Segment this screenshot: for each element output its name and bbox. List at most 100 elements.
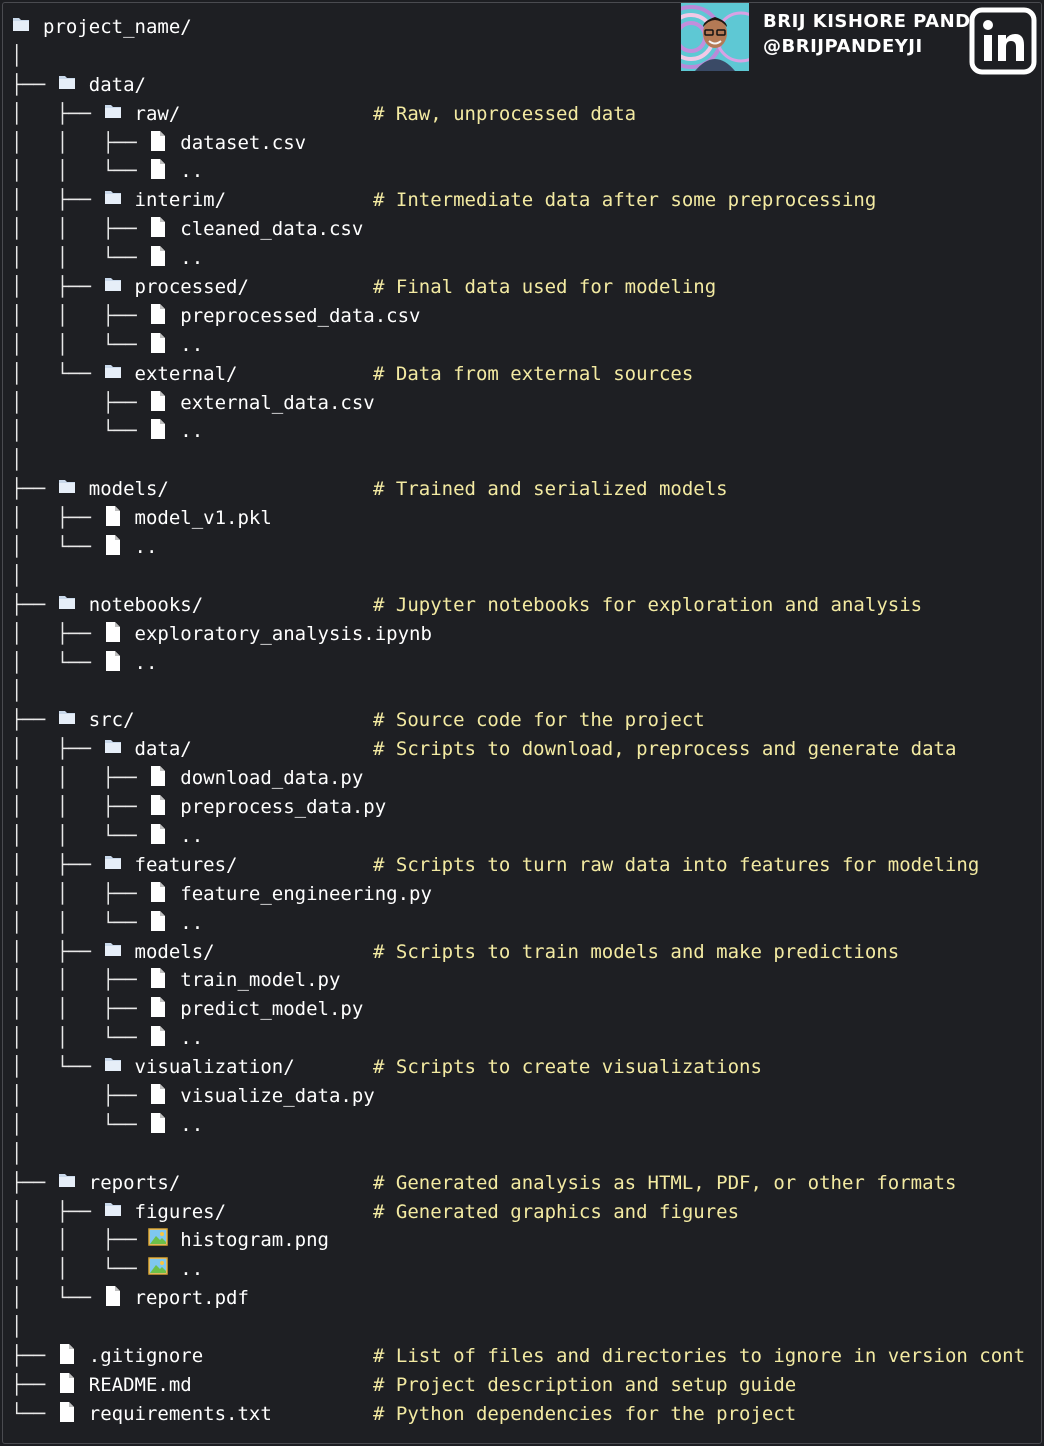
folder-name[interactable]: project_name/ bbox=[43, 16, 192, 38]
tree-row[interactable]: │ └── external/# Data from external sour… bbox=[11, 360, 1041, 389]
file-icon bbox=[148, 245, 168, 267]
file-name[interactable]: .. bbox=[180, 420, 204, 443]
file-name[interactable]: .. bbox=[180, 247, 204, 270]
file-name[interactable]: .. bbox=[180, 911, 204, 934]
tree-row[interactable]: │ ├── interim/# Intermediate data after … bbox=[11, 186, 1041, 215]
tree-row[interactable]: ├── src/# Source code for the project bbox=[11, 706, 1041, 735]
tree-row[interactable]: │ ├── figures/# Generated graphics and f… bbox=[11, 1198, 1041, 1227]
tree-row[interactable]: │ ├── models/# Scripts to train models a… bbox=[11, 938, 1041, 967]
file-name[interactable]: .. bbox=[180, 160, 204, 183]
file-name[interactable]: external_data.csv bbox=[180, 391, 375, 414]
file-name[interactable]: preprocessed_data.csv bbox=[180, 304, 421, 327]
file-name[interactable]: report.pdf bbox=[134, 1287, 249, 1310]
tree-row[interactable]: │ │ ├── predict_model.py bbox=[11, 995, 1041, 1024]
tree-row[interactable]: ├── reports/# Generated analysis as HTML… bbox=[11, 1169, 1041, 1198]
file-name[interactable]: preprocess_data.py bbox=[180, 796, 387, 819]
file-name[interactable]: .. bbox=[180, 1113, 204, 1136]
file-name[interactable]: .. bbox=[134, 651, 158, 674]
tree-row[interactable]: │ └── visualization/# Scripts to create … bbox=[11, 1053, 1041, 1082]
tree-row[interactable]: ├── README.md# Project description and s… bbox=[11, 1371, 1041, 1400]
tree-row[interactable]: │ │ ├── cleaned_data.csv bbox=[11, 215, 1041, 244]
tree-row[interactable]: project_name/ bbox=[11, 13, 1041, 42]
folder-name[interactable]: visualization/ bbox=[134, 1056, 295, 1079]
folder-name[interactable]: raw/ bbox=[134, 102, 181, 125]
folder-name[interactable]: src/ bbox=[88, 709, 135, 732]
tree-row[interactable]: ├── data/ bbox=[11, 71, 1041, 100]
tree-row[interactable]: ├── .gitignore# List of files and direct… bbox=[11, 1342, 1041, 1371]
tree-row[interactable]: │ └── report.pdf bbox=[11, 1284, 1041, 1313]
file-name[interactable]: cleaned_data.csv bbox=[180, 218, 364, 241]
file-name[interactable]: predict_model.py bbox=[180, 998, 364, 1021]
tree-row[interactable]: │ │ └── .. bbox=[11, 244, 1041, 273]
tree-comment: # Scripts to turn raw data into features… bbox=[373, 853, 980, 876]
tree-row[interactable]: │ │ └── .. bbox=[11, 331, 1041, 360]
tree-row[interactable]: └── requirements.txt# Python dependencie… bbox=[11, 1400, 1041, 1429]
folder-name[interactable]: interim/ bbox=[134, 189, 227, 212]
folder-name[interactable]: features/ bbox=[134, 853, 238, 876]
tree-row[interactable]: │ │ └── .. bbox=[11, 822, 1041, 851]
folder-icon bbox=[103, 274, 123, 296]
file-name[interactable]: .. bbox=[134, 536, 158, 559]
file-name[interactable]: .. bbox=[180, 1027, 204, 1050]
file-name[interactable]: download_data.py bbox=[180, 767, 364, 790]
tree-row[interactable]: │ │ └── .. bbox=[11, 909, 1041, 938]
tree-row[interactable]: │ ├── model_v1.pkl bbox=[11, 504, 1041, 533]
file-name[interactable]: train_model.py bbox=[180, 969, 341, 992]
tree-row[interactable]: │ └── .. bbox=[11, 649, 1041, 678]
folder-name[interactable]: notebooks/ bbox=[88, 593, 204, 616]
file-name[interactable]: .. bbox=[180, 1258, 204, 1281]
file-name[interactable]: histogram.png bbox=[180, 1229, 329, 1252]
tree-comment: # Trained and serialized models bbox=[373, 478, 728, 501]
tree-branch: │ bbox=[11, 1142, 23, 1165]
tree-row[interactable]: │ └── .. bbox=[11, 533, 1041, 562]
tree-row[interactable]: │ │ ├── histogram.png bbox=[11, 1226, 1041, 1255]
folder-name[interactable]: figures/ bbox=[134, 1200, 227, 1223]
tree-row[interactable]: │ ├── visualize_data.py bbox=[11, 1082, 1041, 1111]
tree-row[interactable]: │ │ ├── preprocessed_data.csv bbox=[11, 302, 1041, 331]
tree-row[interactable]: │ │ └── .. bbox=[11, 157, 1041, 186]
tree-row[interactable]: │ └── .. bbox=[11, 417, 1041, 446]
tree-row[interactable]: │ ├── data/# Scripts to download, prepro… bbox=[11, 735, 1041, 764]
tree-row[interactable]: │ ├── processed/# Final data used for mo… bbox=[11, 273, 1041, 302]
folder-name[interactable]: data/ bbox=[134, 738, 192, 761]
folder-icon bbox=[103, 852, 123, 874]
file-name[interactable]: visualize_data.py bbox=[180, 1084, 375, 1107]
folder-name[interactable]: external/ bbox=[134, 362, 238, 385]
folder-name[interactable]: data/ bbox=[88, 73, 146, 96]
tree-row[interactable]: │ │ ├── preprocess_data.py bbox=[11, 793, 1041, 822]
tree-row[interactable]: │ │ ├── feature_engineering.py bbox=[11, 880, 1041, 909]
file-icon bbox=[103, 1285, 123, 1307]
folder-name[interactable]: models/ bbox=[134, 940, 215, 963]
tree-row[interactable]: │ ├── external_data.csv bbox=[11, 389, 1041, 418]
file-name[interactable]: .. bbox=[180, 333, 204, 356]
file-name[interactable]: feature_engineering.py bbox=[180, 882, 432, 905]
folder-name[interactable]: models/ bbox=[88, 478, 169, 501]
file-name[interactable]: dataset.csv bbox=[180, 131, 307, 154]
tree-row[interactable]: ├── models/# Trained and serialized mode… bbox=[11, 475, 1041, 504]
tree-row[interactable]: │ ├── exploratory_analysis.ipynb bbox=[11, 620, 1041, 649]
tree-row[interactable]: │ │ └── .. bbox=[11, 1024, 1041, 1053]
tree-row[interactable]: │ ├── raw/# Raw, unprocessed data bbox=[11, 100, 1041, 129]
tree-row[interactable]: │ │ └── .. bbox=[11, 1255, 1041, 1284]
folder-icon bbox=[103, 939, 123, 961]
file-name[interactable]: exploratory_analysis.ipynb bbox=[134, 622, 432, 645]
tree-branch: ├── bbox=[11, 1344, 57, 1367]
tree-branch: │ ├── bbox=[11, 1084, 149, 1107]
file-name[interactable]: model_v1.pkl bbox=[134, 507, 272, 530]
tree-branch: │ └── bbox=[11, 1113, 149, 1136]
folder-name[interactable]: reports/ bbox=[88, 1171, 181, 1194]
file-name[interactable]: .. bbox=[180, 824, 204, 847]
tree-row[interactable]: │ │ ├── download_data.py bbox=[11, 764, 1041, 793]
tree-row[interactable]: ├── notebooks/# Jupyter notebooks for ex… bbox=[11, 591, 1041, 620]
folder-name[interactable]: processed/ bbox=[134, 276, 249, 299]
file-icon bbox=[57, 1343, 77, 1365]
tree-row[interactable]: │ │ ├── train_model.py bbox=[11, 966, 1041, 995]
linkedin-icon[interactable] bbox=[969, 7, 1037, 75]
tree-row[interactable]: │ └── .. bbox=[11, 1111, 1041, 1140]
file-name[interactable]: requirements.txt bbox=[88, 1402, 272, 1425]
file-name[interactable]: .gitignore bbox=[88, 1344, 204, 1367]
tree-comment: # Generated graphics and figures bbox=[373, 1200, 740, 1223]
tree-row[interactable]: │ │ ├── dataset.csv bbox=[11, 129, 1041, 158]
file-name[interactable]: README.md bbox=[88, 1373, 192, 1396]
tree-row[interactable]: │ ├── features/# Scripts to turn raw dat… bbox=[11, 851, 1041, 880]
